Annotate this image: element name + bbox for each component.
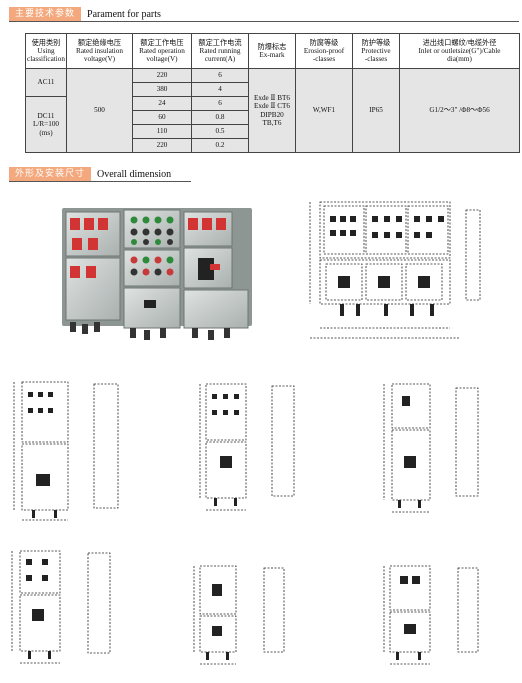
operation-voltage-cell: 380 — [132, 82, 192, 97]
running-current-cell: 4 — [191, 82, 249, 97]
distribution-box-photo — [62, 208, 252, 340]
dimension-drawing-small — [383, 565, 479, 665]
operation-voltage-cell: 110 — [132, 124, 192, 139]
col-header: 防腐等级 Erosion-proof -classes — [295, 33, 353, 69]
section-tag: 主要技术参数 — [9, 7, 82, 21]
table-row: 220 0.2 — [26, 138, 520, 153]
dimension-drawing-small — [383, 383, 479, 513]
overall-dimension-drawing-main — [309, 201, 481, 339]
section-underline — [9, 21, 519, 22]
col-header: 防爆标志 Ex-mark — [248, 33, 296, 69]
col-header: 额定工作电压 Rated operation voltage(V) — [132, 33, 192, 69]
inlet-cell: G1/2～3" /Φ8～Φ56 — [399, 68, 520, 153]
section-header-parameters: 主要技术参数 Parament for parts — [9, 7, 169, 21]
running-current-cell: 6 — [191, 68, 249, 83]
class-ac-cell: AC11 — [25, 68, 67, 97]
erosion-cell: W,WF1 — [295, 68, 353, 153]
col-header: 防护等级 Protective -classes — [352, 33, 400, 69]
parameter-table: 使用类别 Using classification 额定绝缘电压 Rated i… — [25, 33, 520, 153]
dimension-drawing-small — [199, 383, 295, 511]
table-row: AC11 500 220 6 Exde Ⅱ BT6 Exde Ⅱ CT6 DIP… — [25, 68, 520, 153]
col-header: 额定绝缘电压 Rated insulation voltage(V) — [66, 33, 133, 69]
col-header: 额定工作电流 Rated running current(A) — [191, 33, 249, 69]
class-dc-cell: DC11 L/R=100 (ms) — [25, 96, 67, 153]
ex-mark-cell: Exde Ⅱ BT6 Exde Ⅱ CT6 DIPB20 TB,T6 — [248, 68, 296, 153]
col-header: 使用类别 Using classification — [25, 33, 67, 69]
dimension-drawing-small — [13, 381, 119, 521]
table-header-row: 使用类别 Using classification 额定绝缘电压 Rated i… — [25, 33, 520, 69]
running-current-cell: 6 — [191, 96, 249, 111]
section-underline — [9, 181, 191, 182]
table-row: DC11 L/R=100 (ms) 24 6 — [25, 96, 520, 153]
running-current-cell: 0.2 — [191, 138, 249, 153]
insulation-cell: 500 — [66, 68, 133, 153]
running-current-cell: 0.5 — [191, 124, 249, 139]
section-tag: 外形及安装尺寸 — [9, 167, 92, 181]
col-header: 进出线口螺纹/电缆外径 Inlet or outletsize(G")/Cabl… — [399, 33, 520, 69]
operation-voltage-cell: 24 — [132, 96, 192, 111]
dimension-drawing-small — [193, 565, 285, 665]
table-row: 60 0.8 — [26, 110, 520, 125]
operation-voltage-cell: 220 — [132, 138, 192, 153]
section-title: Overall dimension — [97, 168, 172, 180]
table-row: 380 4 — [26, 82, 520, 97]
protective-cell: IP65 — [352, 68, 400, 153]
section-header-dimension: 外形及安装尺寸 Overall dimension — [9, 167, 179, 181]
operation-voltage-cell: 220 — [132, 68, 192, 83]
operation-voltage-cell: 60 — [132, 110, 192, 125]
section-title: Parament for parts — [87, 8, 161, 20]
running-current-cell: 0.8 — [191, 110, 249, 125]
dimension-drawing-small — [11, 550, 111, 664]
